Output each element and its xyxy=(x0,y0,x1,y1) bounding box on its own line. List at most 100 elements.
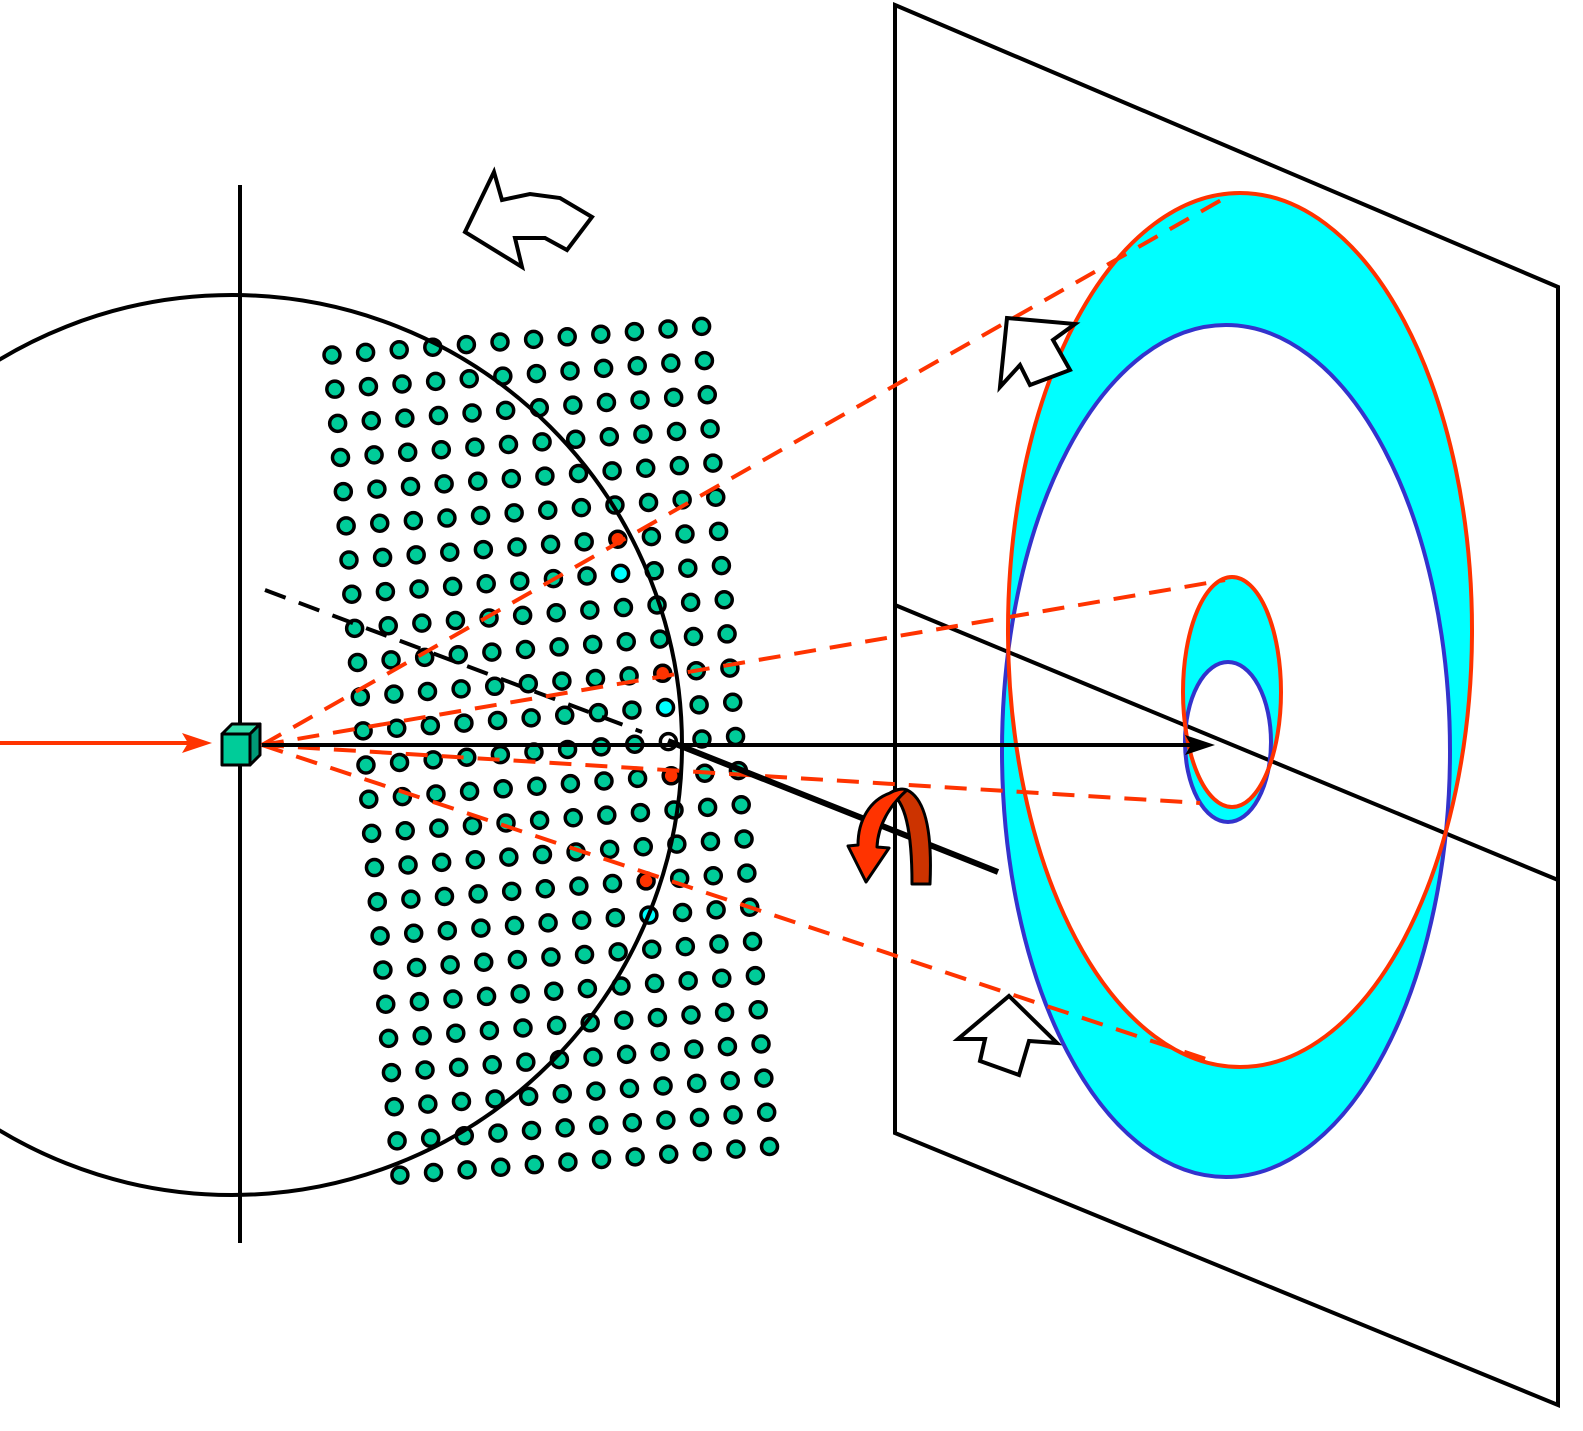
diffracted-beam-4 xyxy=(261,743,1216,1064)
lattice-point xyxy=(389,340,409,360)
lattice-point xyxy=(641,526,662,547)
lattice-point xyxy=(599,839,620,860)
lattice-point xyxy=(585,668,606,689)
lattice-point xyxy=(426,784,446,804)
lattice-point xyxy=(627,768,648,789)
lattice-point xyxy=(440,955,460,975)
lattice-point xyxy=(501,468,522,489)
lattice-point xyxy=(412,1026,432,1046)
inner-ellipse-red xyxy=(1181,575,1283,809)
lattice-point xyxy=(616,631,637,652)
lattice-point xyxy=(470,505,491,526)
lattice-point xyxy=(457,1160,477,1180)
lattice-point xyxy=(756,1102,777,1123)
lattice-point xyxy=(650,1042,670,1062)
lattice-point xyxy=(622,700,642,720)
outer-ellipse-blue xyxy=(1000,323,1452,1179)
lattice-point xyxy=(370,513,390,533)
lattice-point xyxy=(541,947,561,967)
secondary-point xyxy=(610,563,631,584)
lattice-point xyxy=(415,1060,435,1080)
lattice-point xyxy=(451,679,471,699)
lattice-point xyxy=(684,1039,704,1059)
lattice-point xyxy=(616,1044,637,1065)
lattice-point xyxy=(425,371,446,392)
lattice-point xyxy=(586,1081,606,1101)
lattice-point xyxy=(465,437,485,457)
lattice-point xyxy=(476,986,497,1007)
lattice-point xyxy=(442,576,463,597)
lattice-point xyxy=(594,771,614,791)
inner-diffraction-ring-fill xyxy=(1183,577,1281,822)
lattice-point xyxy=(591,1149,612,1170)
lattice-point xyxy=(630,802,651,823)
lattice-point xyxy=(398,855,418,875)
lattice-point xyxy=(526,363,547,384)
lattice-point xyxy=(689,695,709,715)
lattice-point xyxy=(656,1110,676,1130)
lattice-point xyxy=(516,1052,536,1072)
lattice-point xyxy=(745,965,766,986)
lattice-point xyxy=(619,1078,640,1099)
lattice-point xyxy=(403,510,424,531)
lattice-point xyxy=(485,1089,505,1109)
lattice-point xyxy=(361,823,382,844)
lattice-point xyxy=(498,434,519,455)
outer-ellipse-red xyxy=(1006,191,1474,1069)
lattice-point xyxy=(372,547,393,568)
lattice-point xyxy=(614,1010,634,1030)
lattice-point xyxy=(521,1120,542,1141)
lattice-point xyxy=(356,755,376,775)
lattice-point xyxy=(523,329,544,350)
lattice-point xyxy=(448,1057,469,1078)
lattice-point xyxy=(591,324,611,344)
lattice-point xyxy=(367,479,387,499)
lattice-point xyxy=(367,891,388,912)
lattice-point xyxy=(423,750,443,770)
lattice-point xyxy=(647,1007,668,1028)
lattice-point xyxy=(353,721,373,741)
lattice-point xyxy=(417,681,438,702)
lattice-point xyxy=(387,1131,407,1151)
lattice-point xyxy=(593,358,614,379)
lattice-point xyxy=(569,876,589,896)
lattice-point xyxy=(406,957,427,978)
lattice-point xyxy=(709,934,729,954)
lattice-point xyxy=(644,973,665,994)
lattice-point xyxy=(378,1028,399,1049)
lattice-point xyxy=(518,673,539,694)
lattice-point xyxy=(558,1152,578,1172)
lattice-point xyxy=(596,392,617,413)
lattice-point xyxy=(535,466,555,486)
lattice-point xyxy=(675,524,695,544)
lattice-point xyxy=(574,532,594,552)
lattice-point xyxy=(717,624,737,644)
lattice-point xyxy=(504,503,524,523)
lattice-point xyxy=(446,1023,466,1043)
lattice-point xyxy=(395,821,415,841)
lattice-point xyxy=(554,705,575,726)
diffracted-beam-2 xyxy=(261,578,1226,747)
lattice-point xyxy=(625,1147,645,1167)
lattice-point xyxy=(487,710,508,731)
lattice-point xyxy=(717,1036,738,1057)
lattice-point xyxy=(557,327,577,347)
lattice-point xyxy=(418,1094,438,1114)
lattice-point xyxy=(535,878,556,899)
lattice-point xyxy=(658,319,678,339)
lattice-point xyxy=(714,590,734,610)
incident-beam-arrowhead xyxy=(182,733,212,753)
lattice-point xyxy=(373,960,393,980)
lattice-point xyxy=(465,850,485,870)
lattice-point xyxy=(574,944,595,965)
lattice-point xyxy=(754,1068,774,1088)
lattice-point xyxy=(641,939,662,960)
lattice-point xyxy=(714,1002,735,1023)
lattice-point xyxy=(532,844,553,865)
lattice-point xyxy=(691,316,712,337)
lattice-point xyxy=(437,920,458,941)
lattice-point xyxy=(390,1165,410,1185)
lattice-point xyxy=(473,539,494,560)
lattice-point xyxy=(495,400,516,421)
lattice-point xyxy=(420,1128,441,1149)
